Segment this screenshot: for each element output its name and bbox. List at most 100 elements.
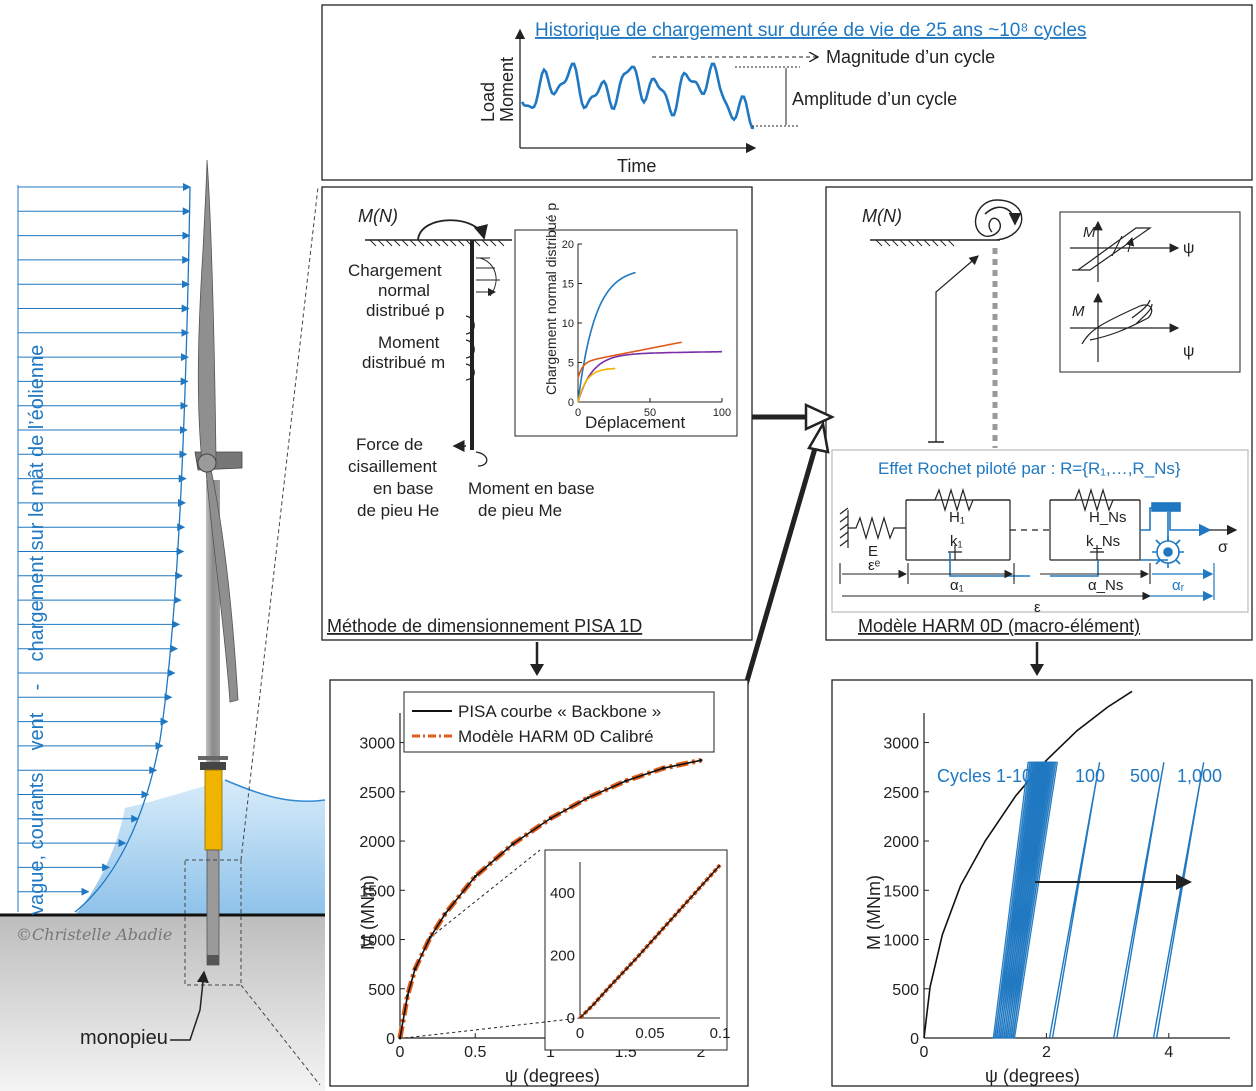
- shear-line2: cisaillement: [348, 457, 437, 476]
- harm-moment-label: M(N): [862, 206, 902, 226]
- series-pisa-point: [398, 1036, 402, 1040]
- chart1-inset-x-tick-label: 0.05: [635, 1025, 664, 1042]
- inset-pisa-line: [579, 864, 721, 1019]
- chart2-y-tick-label: 0: [910, 1031, 919, 1048]
- chart2-y-tick-label: 2000: [883, 834, 919, 851]
- chart2-ylabel: M (MNm): [864, 875, 884, 950]
- inset-x-tick-label: 50: [644, 407, 656, 419]
- cycles-500-label: 500: [1130, 766, 1160, 786]
- loop-upper: [1072, 227, 1152, 271]
- load-history-signal: [520, 62, 755, 130]
- series-pisa-point: [548, 816, 552, 820]
- label-H1: H₁: [949, 509, 965, 526]
- chart1-y-tick-label: 1500: [359, 883, 395, 900]
- chart1-legend: [403, 691, 715, 753]
- normal-load-line2: normal: [378, 281, 430, 300]
- inset-x-tick-label: 0: [575, 407, 581, 419]
- cycle-loop-100: [1048, 762, 1101, 1039]
- connector-arrows: [530, 403, 1044, 689]
- label-alphar: αᵣ: [1172, 577, 1185, 594]
- cycle-loop-1,000: [1152, 762, 1205, 1039]
- chart1-inset-y-tick-label: 0: [567, 1010, 575, 1027]
- label-alpha1: α₁: [950, 577, 964, 594]
- cycle-loop-early: [1012, 761, 1058, 1039]
- chart1-x-tick-label: 2: [696, 1044, 705, 1061]
- amplitude-label: Amplitude d’un cycle: [792, 89, 957, 109]
- chart2-x-tick-label: 2: [1042, 1044, 1051, 1061]
- transition-piece: [204, 769, 223, 851]
- turbine-illustration: ©Christelle Abadie monopieu vague, coura…: [0, 159, 326, 1091]
- blade-up: [197, 159, 217, 463]
- inset-xlabel: Déplacement: [585, 413, 685, 432]
- loop-m-lower: M: [1072, 303, 1085, 320]
- vertical-load-label: vague, courants vent - chargement sur le…: [26, 345, 48, 915]
- chart2-y-tick-label: 1500: [883, 883, 919, 900]
- harm-panel: M(N) M ψ M ψ Effet Rochet piloté par : R…: [825, 186, 1253, 641]
- dist-moment-line1: Moment: [378, 333, 440, 352]
- blade-down: [205, 464, 239, 703]
- pisa-panel: M(N) Chargement normal distribué p Momen…: [321, 186, 753, 641]
- load-history-panel: Historique de chargement sur durée de vi…: [321, 4, 1253, 181]
- label-kNs: k_Ns: [1086, 533, 1120, 550]
- label-HNs: H_Ns: [1089, 509, 1127, 526]
- cycles-1-10-label: Cycles 1-10: [937, 766, 1032, 786]
- chart1-y-tick-label: 3000: [359, 736, 395, 753]
- chart1-inset-x-tick-label: 0.1: [710, 1025, 731, 1042]
- chart1-x-tick-label: 1: [546, 1044, 555, 1061]
- history-ylabel-load: Load: [478, 82, 498, 122]
- loop-lower: [1081, 299, 1153, 345]
- chart1-y-tick-label: 500: [368, 982, 395, 999]
- dist-moment-line2: distribué m: [362, 353, 445, 372]
- shear-line4: de pieu He: [357, 501, 439, 520]
- platform: [200, 762, 226, 770]
- inset-curve-0: [577, 271, 636, 403]
- history-xlabel: Time: [617, 156, 656, 176]
- inset-x-tick-label: 100: [713, 407, 731, 419]
- monopile: [206, 849, 220, 966]
- shear-line1: Force de: [356, 435, 423, 454]
- chart1-inset-frame: [544, 849, 728, 1051]
- legend-pisa: PISA courbe « Backbone »: [458, 702, 661, 721]
- chart1-inset-y-tick-label: 200: [550, 948, 575, 965]
- chart1-y-tick-label: 0: [386, 1031, 395, 1048]
- chart1-inset-x-tick-label: 0: [576, 1025, 584, 1042]
- series-pisa-point: [443, 912, 447, 916]
- chart2-y-tick-label: 1000: [883, 933, 919, 950]
- ratchet-mechanism: [949, 502, 1212, 577]
- series-pisa-point: [413, 967, 417, 971]
- chart2-xlabel: ψ (degrees): [985, 1066, 1080, 1086]
- chart1-y-tick-label: 2000: [359, 834, 395, 851]
- series-pisa-line: [399, 759, 702, 1039]
- load-history-title: Historique de chargement sur durée de vi…: [535, 20, 1086, 41]
- series-pisa-point: [406, 994, 410, 998]
- label-sigma: σ: [1218, 539, 1228, 556]
- ratchet-label: Effet Rochet piloté par : R={R₁,…,R_Ns}: [878, 459, 1181, 478]
- series-pisa-point: [624, 779, 628, 783]
- inset-curve-1: [577, 341, 682, 379]
- chart2-x-tick-label: 0: [920, 1044, 929, 1061]
- inset-curve-2: [577, 350, 722, 403]
- label-eps-e: εᵉ: [868, 557, 881, 574]
- label-eps: ε: [1034, 599, 1041, 616]
- base-moment-line2: de pieu Me: [478, 501, 562, 520]
- copyright-text: ©Christelle Abadie: [16, 925, 172, 944]
- chart2-y-tick-label: 500: [892, 982, 919, 999]
- loop-psi-upper: ψ: [1183, 240, 1194, 257]
- chart2-y-tick-label: 3000: [883, 736, 919, 753]
- seabed: [0, 915, 325, 1091]
- chart1-y-tick-label: 1000: [359, 933, 395, 950]
- series-pisa-point: [699, 758, 703, 762]
- cycle-loop-500: [1113, 762, 1165, 1039]
- inset-y-tick-label: 5: [568, 358, 574, 370]
- label-k1: k₁: [950, 533, 963, 550]
- series-pisa-point: [661, 766, 665, 770]
- inset-ylabel: Chargement normal distribué p: [543, 203, 559, 395]
- chart1-inset-y-tick-label: 400: [550, 885, 575, 902]
- magnitude-label: Magnitude d’un cycle: [826, 47, 995, 67]
- cycles-1000-label: 1,000: [1177, 766, 1222, 786]
